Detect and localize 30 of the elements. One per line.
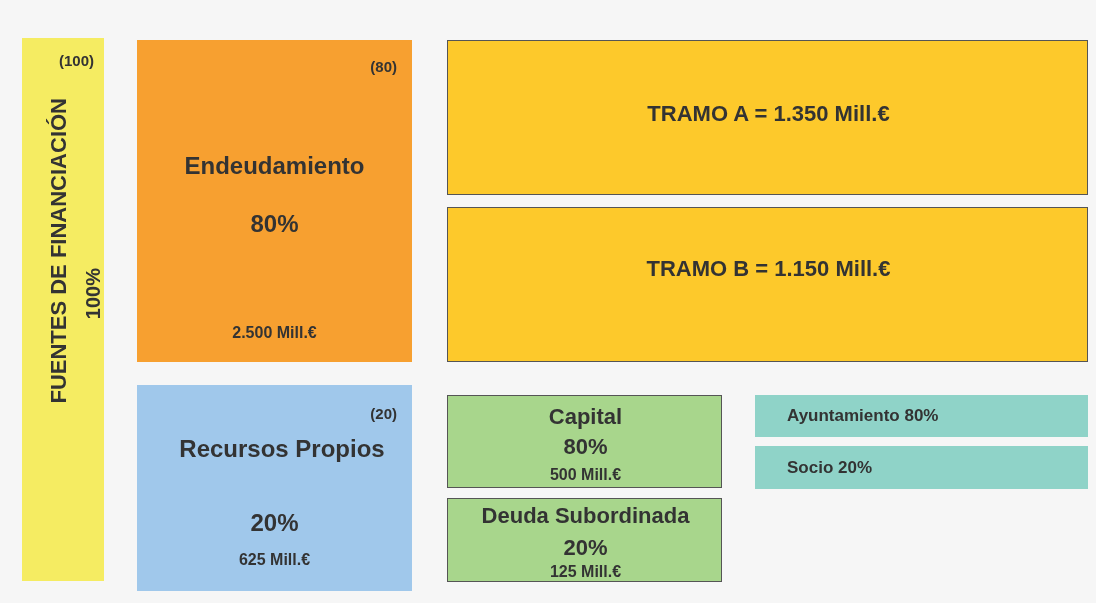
band-heading: FUENTES DE FINANCIACIÓN [46, 98, 72, 404]
amount: 500 Mill.€ [548, 466, 623, 485]
reference-number: (80) [369, 58, 397, 76]
tranche-box [447, 207, 1088, 362]
shareholder-box [755, 395, 1088, 437]
percentage: 80% [562, 434, 609, 460]
percentage: 100% [82, 268, 105, 320]
shareholder-label: Socio 20% [787, 458, 874, 478]
reference-number: (20) [369, 405, 397, 423]
heading: TRAMO A = 1.350 Mill.€ [646, 101, 891, 127]
tranche-box [447, 40, 1088, 195]
debt-box [137, 40, 412, 362]
heading: Recursos Propios [178, 435, 386, 463]
shareholder-box [755, 446, 1088, 489]
heading: TRAMO B = 1.150 Mill.€ [645, 256, 892, 282]
percentage: 20% [562, 535, 609, 561]
reference-number: (100) [57, 52, 94, 70]
amount: 2.500 Mill.€ [231, 324, 318, 343]
subordinated-debt-box [447, 498, 722, 582]
equity-box [137, 385, 412, 591]
amount: 125 Mill.€ [548, 563, 623, 582]
heading: Deuda Subordinada [480, 503, 691, 529]
shareholder-label: Ayuntamiento 80% [787, 406, 940, 426]
heading: Capital [547, 404, 624, 430]
percentage: 80% [249, 210, 300, 238]
capital-box [447, 395, 722, 488]
heading: Endeudamiento [183, 152, 366, 180]
amount: 625 Mill.€ [237, 551, 312, 570]
percentage: 20% [249, 509, 300, 537]
funding-band [22, 38, 104, 581]
